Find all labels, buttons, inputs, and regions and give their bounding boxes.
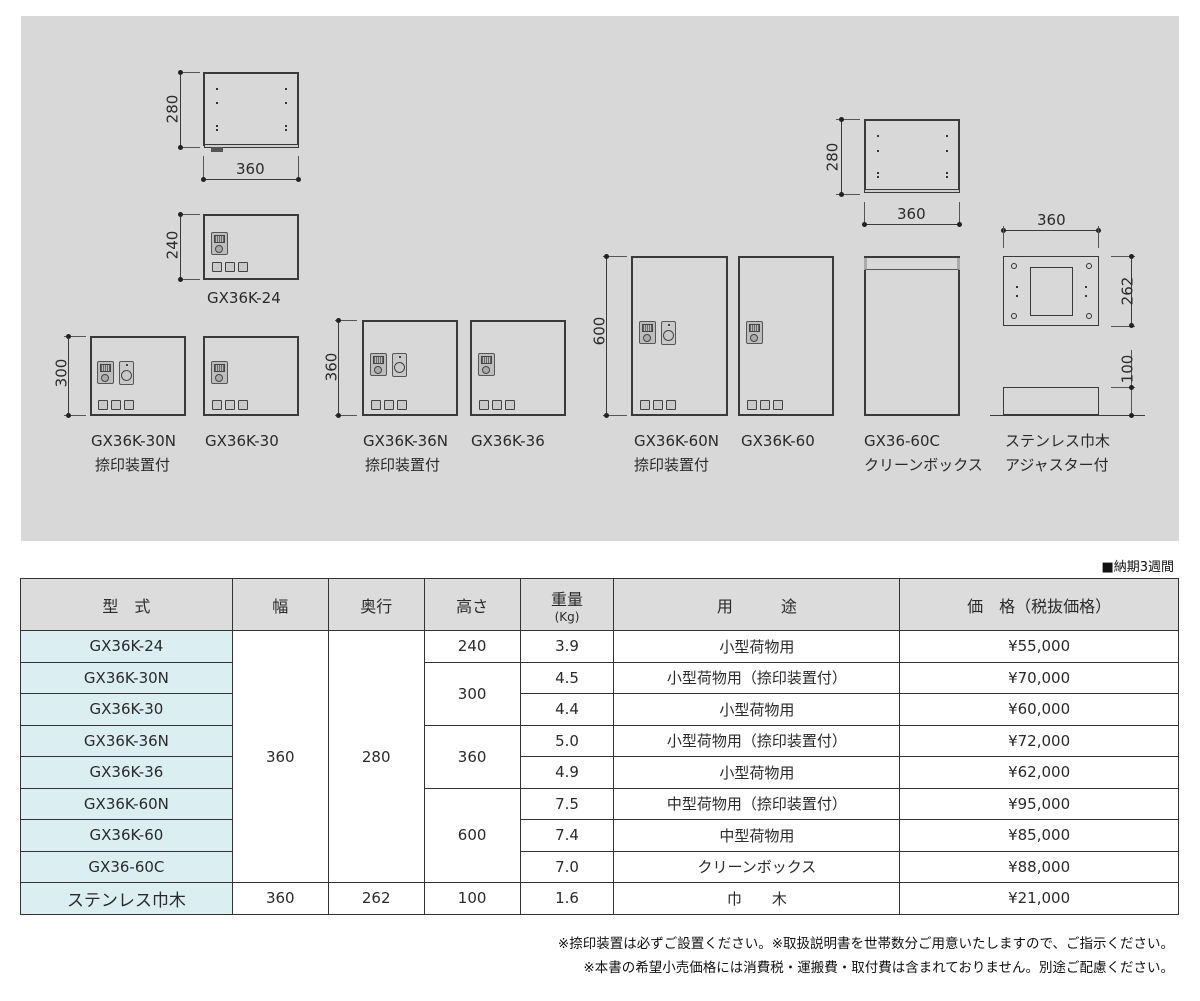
intercom-icon xyxy=(746,321,763,344)
footnote-1: ※捺印装置は必ずご設置ください。※取扱説明書を世帯数分ご用意いたしますので、ご指… xyxy=(557,936,1174,952)
header-width: 幅 xyxy=(231,578,329,631)
header-height: 高さ xyxy=(423,578,521,631)
header-model: 型 式 xyxy=(20,578,233,631)
table-header-row: 型 式 幅 奥行 高さ 重量(Kg) 用 途 価 格（税抜価格） xyxy=(20,578,1179,631)
dim-240: 240 xyxy=(163,230,182,260)
dim-clean-top-width: 360 xyxy=(897,205,926,223)
footnote-2: ※本書の希望小売価格には消費税・運搬費・取付費は含まれておりません。別途ご配慮く… xyxy=(583,960,1174,976)
intercom-icon xyxy=(639,321,656,344)
dim-top-width: 360 xyxy=(236,160,265,178)
button-panel-icon xyxy=(212,400,248,410)
label-gx36k-30n: GX36K-30N xyxy=(91,432,176,450)
label-gx36k-60n: GX36K-60N xyxy=(634,432,719,450)
label-gx36k-36n-sub: 捺印装置付 xyxy=(365,456,441,474)
button-panel-icon xyxy=(640,400,676,410)
intercom-icon xyxy=(211,232,228,255)
table-row: GX36K-36N 360 5.0 小型荷物用（捺印装置付） ¥72,000 xyxy=(20,724,1179,789)
label-skirting-sub: アジャスター付 xyxy=(1005,456,1109,474)
footnotes: ※捺印装置は必ずご設置ください。※取扱説明書を世帯数分ご用意いたしますので、ご指… xyxy=(558,932,1174,980)
stamp-device-icon xyxy=(119,361,134,385)
label-gx36k-30n-sub: 捺印装置付 xyxy=(95,456,171,474)
table-row: GX36K-36 4.9 小型荷物用 ¥62,000 xyxy=(20,756,1179,789)
shared-width: 360 xyxy=(231,630,329,883)
table-row: GX36K-60N 600 7.5 中型荷物用（捺印装置付） ¥95,000 xyxy=(20,787,1179,883)
table-row: GX36K-30N 300 4.5 小型荷物用（捺印装置付） ¥70,000 xyxy=(20,661,1179,726)
shared-depth: 280 xyxy=(327,630,425,883)
dim-clean-top-height: 280 xyxy=(823,142,842,172)
button-panel-icon xyxy=(479,400,515,410)
header-weight: 重量(Kg) xyxy=(519,578,615,631)
table-row: GX36K-30 4.4 小型荷物用 ¥60,000 xyxy=(20,693,1179,726)
intercom-icon xyxy=(478,353,495,376)
label-gx36k-30: GX36K-30 xyxy=(205,432,279,450)
label-skirting: ステンレス巾木 xyxy=(1005,432,1111,450)
dim-360: 360 xyxy=(322,352,341,382)
intercom-icon xyxy=(211,361,228,384)
delivery-note: ■納期3週間 xyxy=(1101,560,1174,575)
dim-600: 600 xyxy=(590,316,609,346)
stamp-device-icon xyxy=(661,321,676,345)
intercom-icon xyxy=(97,361,114,384)
dim-skirting-width: 360 xyxy=(1037,211,1066,229)
spec-table: 型 式 幅 奥行 高さ 重量(Kg) 用 途 価 格（税抜価格） GX36K-2… xyxy=(20,578,1179,915)
button-panel-icon xyxy=(98,400,134,410)
button-panel-icon xyxy=(212,262,248,272)
header-depth: 奥行 xyxy=(327,578,425,631)
table-row: GX36K-60 7.4 中型荷物用 ¥85,000 xyxy=(20,819,1179,852)
label-gx36k-60n-sub: 捺印装置付 xyxy=(634,456,710,474)
label-gx36k-36: GX36K-36 xyxy=(471,432,545,450)
dim-skirting-height: 100 xyxy=(1118,354,1137,384)
label-gx36-60c-sub: クリーンボックス xyxy=(864,456,983,474)
dim-top-height: 280 xyxy=(163,94,182,124)
button-panel-icon xyxy=(747,400,783,410)
table-row: GX36-60C 7.0 クリーンボックス ¥88,000 xyxy=(20,850,1179,883)
label-gx36-60c: GX36-60C xyxy=(864,432,940,450)
dim-skirting-depth: 262 xyxy=(1118,276,1137,306)
table-row-skirting: ステンレス巾木 360 262 100 1.6 巾 木 ¥21,000 xyxy=(20,882,1179,915)
label-gx36k-36n: GX36K-36N xyxy=(363,432,448,450)
header-usage: 用 途 xyxy=(613,578,901,631)
label-gx36k-60: GX36K-60 xyxy=(741,432,815,450)
header-price: 価 格（税抜価格） xyxy=(899,578,1179,631)
button-panel-icon xyxy=(371,400,407,410)
dim-300: 300 xyxy=(52,358,71,388)
intercom-icon xyxy=(370,353,387,376)
table-row: GX36K-24 360 280 240 3.9 小型荷物用 ¥55,000 xyxy=(20,630,1179,883)
stamp-device-icon xyxy=(392,353,407,377)
label-gx36k-24: GX36K-24 xyxy=(207,289,281,307)
